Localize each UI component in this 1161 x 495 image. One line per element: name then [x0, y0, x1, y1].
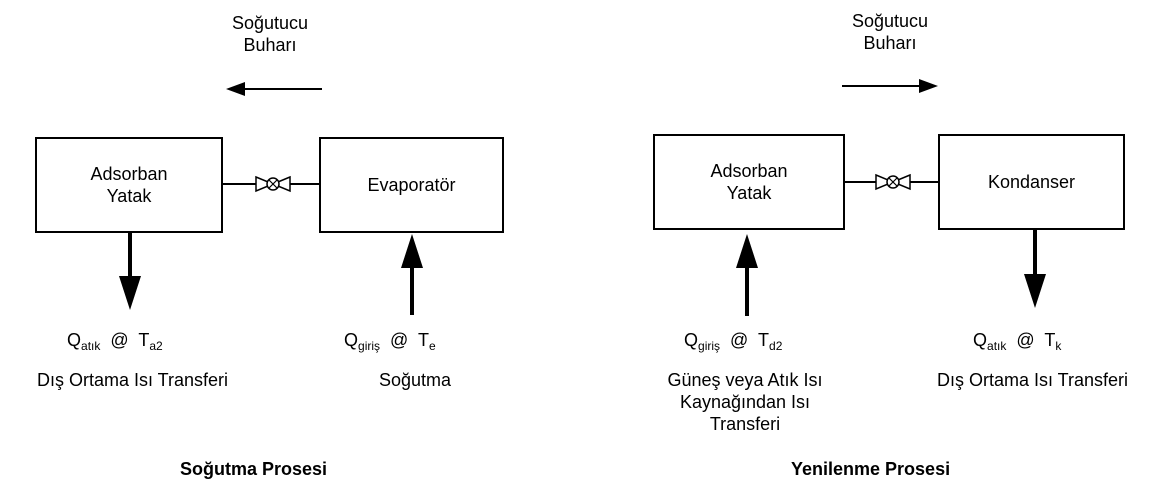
vapor-label-right: Soğutucu Buharı [825, 10, 955, 54]
evaporator-box: Evaporatör [319, 137, 504, 233]
adsorbent-bed-left: Adsorban Yatak [35, 137, 223, 233]
bed-label-line1: Adsorban [710, 161, 788, 181]
heat-out-arrow-right [1024, 230, 1046, 308]
cooling-process-title: Soğutma Prosesi [180, 459, 328, 479]
valve-icon [875, 173, 911, 191]
evaporator-label: Evaporatör [367, 175, 456, 195]
vapor-arrow-left [226, 82, 322, 96]
heat-in-arrow-left [401, 234, 423, 315]
valve-icon [255, 175, 291, 193]
heat-label-input-left: Qgiriş @ Te [344, 330, 436, 353]
heat-out-arrow-left [119, 233, 141, 310]
bed-label-line2: Yatak [726, 183, 772, 203]
caption-heat-rejection-right: Dış Ortama Isı Transferi [936, 370, 1129, 390]
bed-label-line2: Yatak [106, 186, 152, 206]
condenser-box: Kondanser [938, 134, 1125, 230]
condenser-label: Kondanser [987, 172, 1076, 192]
vapor-label-line2: Buharı [863, 33, 917, 53]
heat-label-waste-right: Qatık @ Tk [973, 330, 1062, 353]
caption-cooling: Soğutma [378, 370, 452, 390]
heat-label-waste-left: Qatık @ Ta2 [67, 330, 163, 353]
heat-in-arrow-right [736, 234, 758, 316]
bed-label-line1: Adsorban [90, 164, 168, 184]
caption-heat-rejection-left: Dış Ortama Isı Transferi [36, 370, 229, 390]
vapor-label-left: Soğutucu Buharı [205, 12, 335, 56]
heat-label-input-right: Qgiriş @ Td2 [684, 330, 783, 353]
caption-heat-source: Güneş veya Atık Isı Kaynağından Isı Tran… [667, 370, 823, 434]
vapor-label-line1: Soğutucu [231, 13, 309, 33]
vapor-label-line1: Soğutucu [851, 11, 929, 31]
adsorbent-bed-right: Adsorban Yatak [653, 134, 845, 230]
vapor-label-line2: Buharı [243, 35, 297, 55]
vapor-arrow-right [842, 79, 938, 93]
regeneration-process-title: Yenilenme Prosesi [791, 459, 951, 479]
